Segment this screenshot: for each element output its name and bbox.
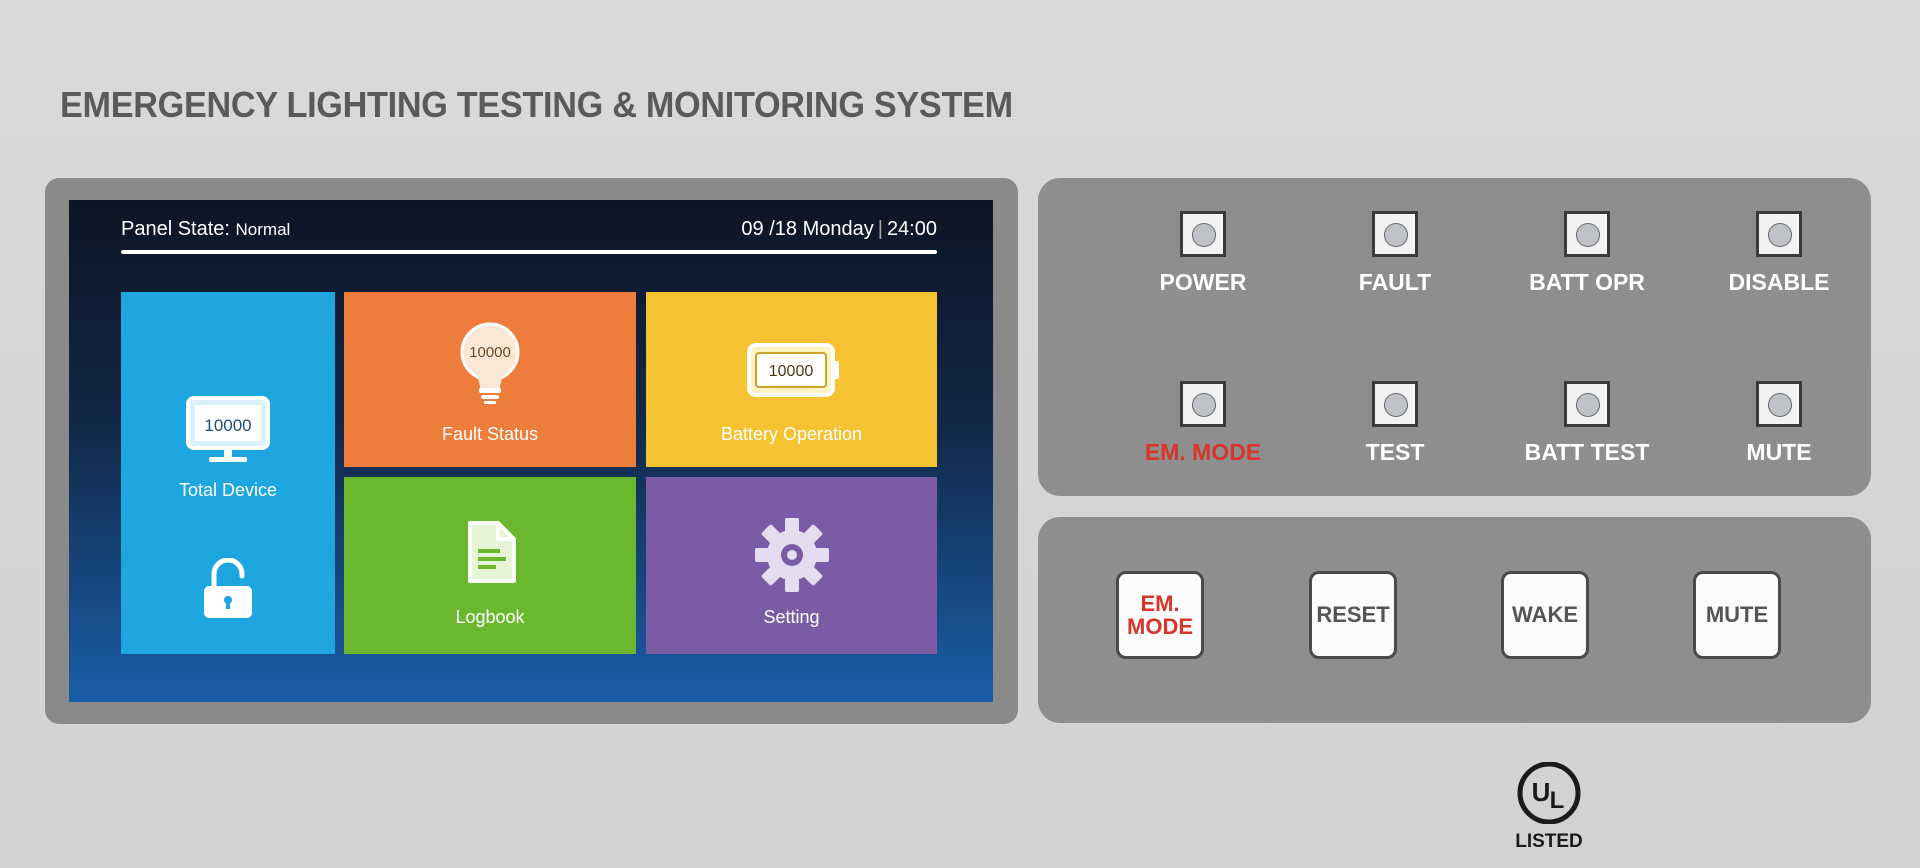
indicator-label: FAULT xyxy=(1358,269,1432,295)
document-icon xyxy=(468,521,516,583)
fault-status-label: Fault Status xyxy=(441,424,539,444)
indicator-label: MUTE xyxy=(1746,439,1812,465)
total-device-label: Total Device xyxy=(178,480,278,500)
tile-total-device[interactable]: 10000 Total Device xyxy=(121,292,335,654)
time: 24:00 xyxy=(886,218,937,240)
total-device-count: 10000 xyxy=(204,416,251,435)
setting-label: Setting xyxy=(763,607,820,627)
monitor-icon: 10000 xyxy=(186,396,270,462)
reset-button[interactable]: RESET xyxy=(1309,571,1397,659)
led-icon xyxy=(1564,381,1610,427)
ul-listed-text: LISTED xyxy=(1515,831,1583,852)
battery-operation-label: Battery Operation xyxy=(720,424,863,444)
led-icon xyxy=(1180,381,1226,427)
indicator-mute: MUTE xyxy=(1689,381,1869,466)
indicator-label: TEST xyxy=(1365,439,1425,465)
battery-icon: 10000 xyxy=(747,343,839,397)
unlock-icon[interactable] xyxy=(200,558,256,620)
led-icon xyxy=(1372,381,1418,427)
day: Monday xyxy=(802,218,874,240)
led-icon xyxy=(1180,211,1226,257)
page-title: EMERGENCY LIGHTING TESTING & MONITORING … xyxy=(60,84,1013,125)
status-bar: Panel State: Normal 09 /18 Monday|24:00 xyxy=(121,218,937,248)
logbook-label: Logbook xyxy=(455,607,525,627)
indicator-disable: DISABLE xyxy=(1689,211,1869,296)
led-icon xyxy=(1372,211,1418,257)
indicator-label: BATT OPR xyxy=(1529,269,1645,295)
touch-screen: Panel State: Normal 09 /18 Monday|24:00 … xyxy=(69,200,993,702)
lightbulb-icon: 10000 xyxy=(460,322,520,404)
panel-state: Panel State: Normal xyxy=(121,218,290,241)
wake-button[interactable]: WAKE xyxy=(1501,571,1589,659)
status-divider xyxy=(121,250,937,254)
em-mode-line2: MODE xyxy=(1127,614,1193,639)
led-icon xyxy=(1756,381,1802,427)
indicator-panel: POWER FAULT BATT OPR DISABLE EM. MODE TE… xyxy=(1038,178,1871,496)
battery-operation-count: 10000 xyxy=(769,363,814,380)
tile-logbook[interactable]: Logbook xyxy=(344,477,636,654)
em-mode-button[interactable]: EM. MODE xyxy=(1116,571,1204,659)
indicator-label: BATT TEST xyxy=(1524,439,1650,465)
em-mode-line1: EM. xyxy=(1140,590,1180,616)
svg-text:U: U xyxy=(1532,777,1551,807)
ul-certification: U L LISTED xyxy=(1512,761,1586,853)
tile-battery-operation[interactable]: 10000 Battery Operation xyxy=(646,292,937,467)
tile-setting[interactable]: Setting xyxy=(646,477,937,654)
indicator-em-mode: EM. MODE xyxy=(1113,381,1293,466)
em-mode-button-label: EM. MODE xyxy=(1127,592,1193,638)
date-time: 09 /18 Monday|24:00 xyxy=(741,218,937,241)
gear-icon xyxy=(755,518,829,592)
date: 09 /18 xyxy=(741,218,798,240)
indicator-label: POWER xyxy=(1159,269,1247,295)
indicator-batt-opr: BATT OPR xyxy=(1497,211,1677,296)
led-icon xyxy=(1564,211,1610,257)
indicator-test: TEST xyxy=(1305,381,1485,466)
tile-fault-status[interactable]: 10000 Fault Status xyxy=(344,292,636,467)
led-icon xyxy=(1756,211,1802,257)
indicator-label: DISABLE xyxy=(1728,269,1830,295)
indicator-label: EM. MODE xyxy=(1144,439,1262,465)
button-panel: EM. MODE RESET WAKE MUTE xyxy=(1038,517,1871,723)
svg-text:L: L xyxy=(1550,787,1565,814)
ul-logo-icon: U L xyxy=(1517,761,1581,825)
screen-bezel: Panel State: Normal 09 /18 Monday|24:00 … xyxy=(45,178,1018,724)
indicator-batt-test: BATT TEST xyxy=(1497,381,1677,466)
indicator-power: POWER xyxy=(1113,211,1293,296)
fault-status-count: 10000 xyxy=(469,344,511,361)
indicator-fault: FAULT xyxy=(1305,211,1485,296)
panel-state-label: Panel State: xyxy=(121,218,230,240)
panel-state-value: Normal xyxy=(235,220,291,239)
date-time-separator: | xyxy=(877,218,883,240)
mute-button[interactable]: MUTE xyxy=(1693,571,1781,659)
